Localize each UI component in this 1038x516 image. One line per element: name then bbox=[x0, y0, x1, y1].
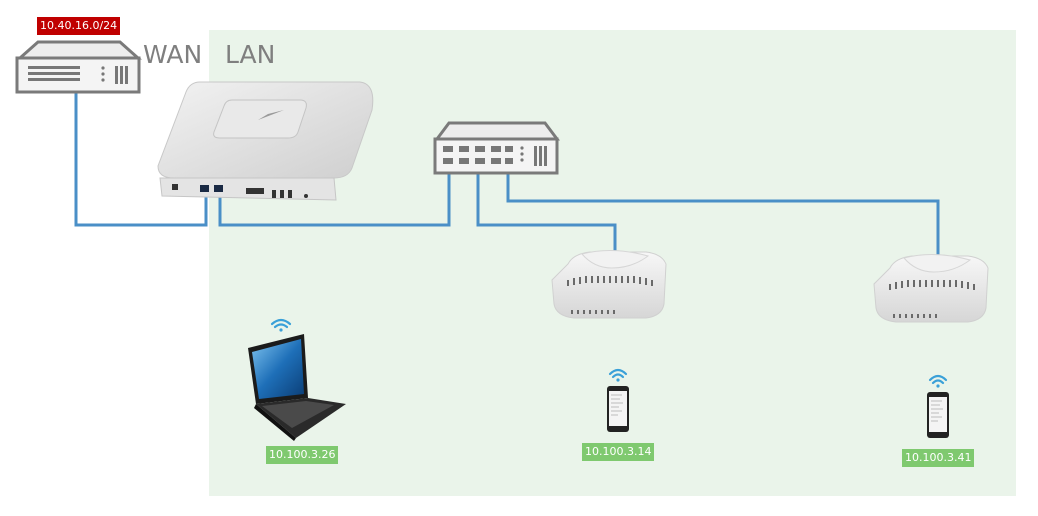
access-point-icon bbox=[873, 253, 989, 323]
lan-label: LAN bbox=[225, 40, 276, 69]
access-point-icon bbox=[551, 249, 667, 319]
router-subnet-tag: 10.40.16.0/24 bbox=[37, 17, 121, 35]
router-icon bbox=[15, 40, 142, 94]
smartphone-icon bbox=[927, 392, 949, 438]
laptop-icon bbox=[248, 334, 346, 441]
wifi-icon bbox=[270, 318, 292, 332]
ap2-cable bbox=[506, 165, 940, 258]
switch-icon bbox=[433, 121, 560, 175]
smartphone-icon bbox=[607, 386, 629, 432]
ap1-cable bbox=[476, 165, 617, 258]
laptop-ip-tag: 10.100.3.26 bbox=[266, 446, 339, 464]
phone-ip-tag: 10.100.3.41 bbox=[902, 449, 975, 467]
wifi-icon bbox=[928, 374, 948, 388]
lan-uplink-cable bbox=[218, 165, 451, 227]
controller-appliance-icon bbox=[157, 81, 374, 201]
cables bbox=[74, 92, 940, 258]
wan-label: WAN bbox=[143, 40, 203, 69]
wifi-icon bbox=[608, 368, 628, 382]
phone-ip-tag: 10.100.3.14 bbox=[582, 443, 655, 461]
wan-cable bbox=[74, 92, 208, 227]
